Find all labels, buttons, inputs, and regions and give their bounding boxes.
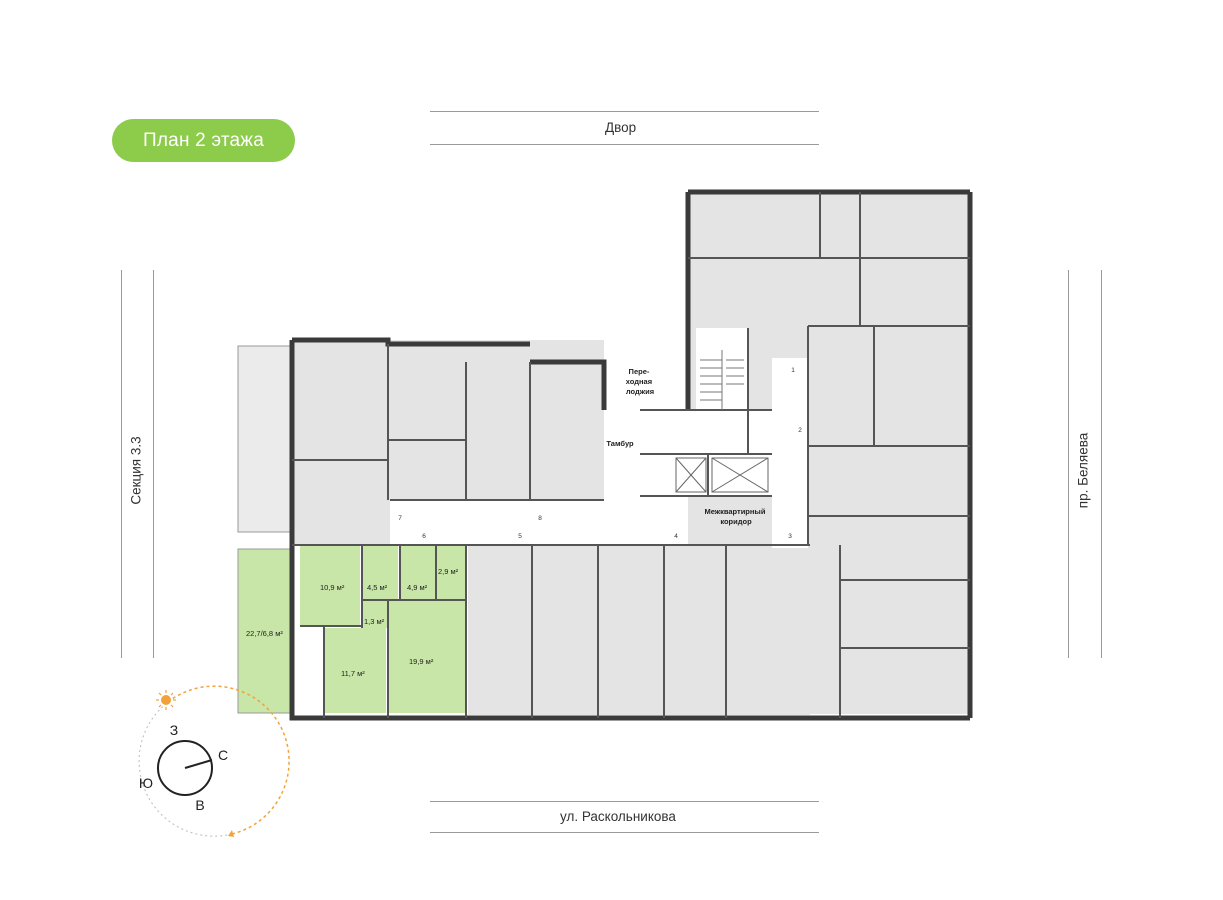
room-label: 22,7/6,8 м² [246,629,283,638]
door-number: 6 [422,533,426,540]
room-label: 2,9 м² [438,567,459,576]
elevator-shaft-2 [711,457,769,493]
room-19-9 [388,600,466,713]
floor-plan-badge: План 2 этажа [112,119,295,162]
right-guide-line-2 [1101,270,1102,658]
left-guide-line-1 [121,270,122,658]
tambour-label: Тамбур [606,439,634,448]
loggia-line-1: Пере- [629,367,650,376]
room-label: 10,9 м² [320,583,345,592]
door-number: 5 [518,533,522,540]
compass-needle [184,759,213,769]
corridor-right [772,358,808,548]
night-path [138,701,233,837]
loggia-line-2: ходная [626,377,652,386]
room-4-9 [400,546,436,600]
corridor-line-2: коридор [720,517,752,526]
top-guide-line-2 [430,144,819,145]
room-4-5 [362,546,398,600]
street-label-top: Двор [605,120,637,135]
sun-icon [156,690,176,710]
corridor-line-1: Межквартирный [704,507,765,516]
room-label: 4,9 м² [407,583,428,592]
room-label: 1,3 м² [364,617,385,626]
door-number: 1 [791,367,795,374]
elevator-shaft-1 [675,457,707,493]
loggia-line-3: лоджия [626,387,654,396]
room-11-7 [324,628,386,713]
exterior-wall-top-left [292,337,530,347]
door-number: 2 [798,427,802,434]
corridor-label: Межквартирный коридор [704,507,767,526]
room-label: 19,9 м² [409,657,434,666]
compass-dial [157,740,213,796]
room-label: 11,7 м² [341,669,365,678]
highlighted-apartment[interactable] [300,546,466,713]
door-number: 8 [538,515,542,522]
arrow-icon [228,830,234,837]
compass-west: З [170,722,178,738]
loggia-area [604,362,688,497]
exterior-wall-section [530,359,607,410]
exterior-wall-left [289,340,324,721]
compass-icon [138,685,290,837]
sun-path [167,685,290,835]
room-label: 4,5 м² [367,583,388,592]
street-label-bottom: ул. Раскольникова [560,809,676,824]
top-guide-line-1 [430,111,819,112]
compass-south: Ю [139,775,153,791]
balcony-left-lower-highlight [237,548,293,714]
right-guide-line-1 [1068,270,1069,658]
door-number: 7 [398,515,402,522]
room-2-9 [436,546,466,600]
door-number: 3 [788,533,792,540]
balcony-left-upper [237,345,293,533]
bottom-guide-line-1 [430,801,819,802]
loggia-label: Пере- ходная лоджия [626,367,654,396]
room-10-9 [300,546,360,626]
bottom-guide-line-2 [430,832,819,833]
compass-east: В [195,797,204,813]
staircase [700,350,744,410]
door-number: 4 [674,533,678,540]
compass-north: С [218,747,228,763]
left-guide-line-2 [153,270,154,658]
room-1-3 [362,600,388,628]
